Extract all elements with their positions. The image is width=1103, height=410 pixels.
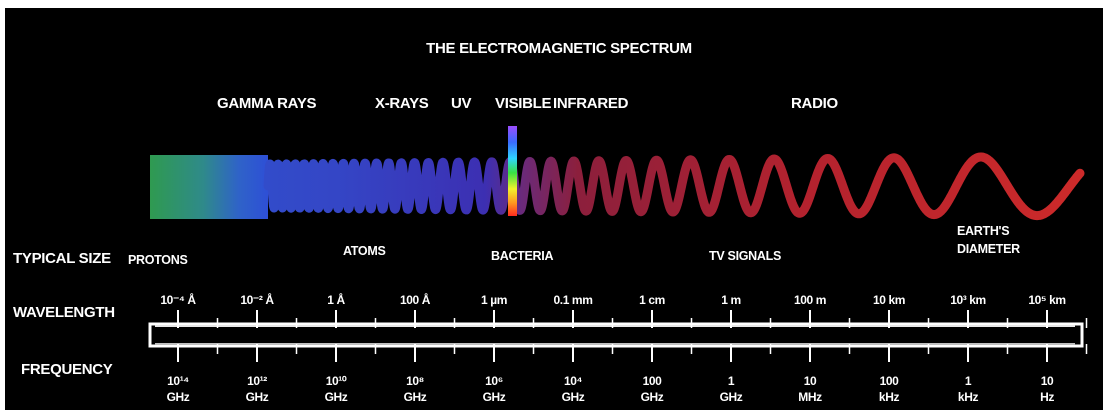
wavelength-label: 100 Å [400, 292, 431, 307]
band-label-visible: VISIBLE [495, 95, 552, 112]
frequency-unit: Hz [1040, 390, 1054, 404]
size-label-bacteria: BACTERIA [491, 249, 553, 263]
gamma-ray-block [150, 155, 268, 219]
size-label-earths: EARTH'S [957, 224, 1009, 238]
band-label-gamma-rays: GAMMA RAYS [217, 95, 317, 112]
frequency-unit: GHz [167, 390, 190, 404]
band-label-infrared: INFRARED [553, 95, 629, 112]
frequency-unit: GHz [720, 390, 743, 404]
frequency-value: 10¹² [247, 374, 267, 388]
row-label-wavelength: WAVELENGTH [13, 304, 115, 321]
frequency-value: 10 [804, 374, 817, 388]
spectrum-panel: THE ELECTROMAGNETIC SPECTRUM GAMMA RAYS … [5, 8, 1103, 410]
wavelength-label: 0.1 mm [554, 293, 593, 307]
frequency-unit: GHz [325, 390, 348, 404]
wavelength-label: 1 Å [327, 292, 345, 307]
frequency-value: 10¹⁴ [167, 374, 189, 388]
frequency-value: 10⁴ [564, 374, 583, 388]
frequency-value: 10 [1041, 374, 1054, 388]
frequency-value: 10⁸ [406, 374, 424, 388]
wavelength-label: 10⁻⁴ Å [160, 292, 196, 307]
frequency-unit: GHz [404, 390, 427, 404]
frequency-unit: GHz [641, 390, 664, 404]
wavelength-label: 100 m [794, 293, 826, 307]
band-label-radio: RADIO [791, 95, 838, 112]
frequency-unit: GHz [483, 390, 506, 404]
size-label-tv-signals: TV SIGNALS [709, 249, 781, 263]
spectrum-wave [263, 152, 1085, 221]
row-label-typical-size: TYPICAL SIZE [13, 250, 111, 267]
wavelength-label: 10³ km [950, 293, 986, 307]
wavelength-label: 10 km [873, 293, 905, 307]
frequency-unit: GHz [246, 390, 269, 404]
frequency-value: 10¹⁰ [326, 374, 347, 388]
visible-light-band [508, 126, 517, 216]
wavelength-label: 1 m [721, 293, 740, 307]
row-label-frequency: FREQUENCY [21, 361, 113, 378]
frequency-unit: MHz [798, 390, 822, 404]
spectrum-scale-bar [148, 310, 1088, 362]
spectrum-diagram: THE ELECTROMAGNETIC SPECTRUM GAMMA RAYS … [13, 40, 1088, 404]
frequency-scale-labels: 10¹⁴ GHz 10¹² GHz 10¹⁰ GHz 10⁸ GHz 10⁶ GHz 10⁴ GHz 1… [167, 374, 1055, 404]
frequency-value: 1 [728, 374, 735, 388]
wavelength-label: 1 µm [481, 293, 507, 307]
frequency-value: 100 [643, 374, 663, 388]
diagram-title: THE ELECTROMAGNETIC SPECTRUM [426, 40, 692, 57]
scale-bar-frame [148, 322, 1084, 348]
frequency-value: 10⁶ [485, 374, 503, 388]
frequency-unit: kHz [879, 390, 900, 404]
size-label-atoms: ATOMS [343, 244, 385, 258]
wavelength-label: 10⁵ km [1028, 293, 1065, 307]
band-label-uv: UV [451, 95, 472, 112]
size-label-protons: PROTONS [128, 253, 188, 267]
wavelength-scale-labels: 10⁻⁴ Å 10⁻² Å 1 Å 100 Å 1 µm 0.1 mm 1 cm 1 m 100… [160, 292, 1066, 307]
wavelength-label: 1 cm [639, 293, 665, 307]
wavelength-label: 10⁻² Å [240, 292, 274, 307]
frequency-value: 1 [965, 374, 972, 388]
frequency-value: 100 [880, 374, 900, 388]
band-label-x-rays: X-RAYS [375, 95, 429, 112]
frequency-unit: kHz [958, 390, 979, 404]
frequency-unit: GHz [562, 390, 585, 404]
size-label-diameter: DIAMETER [957, 242, 1020, 256]
